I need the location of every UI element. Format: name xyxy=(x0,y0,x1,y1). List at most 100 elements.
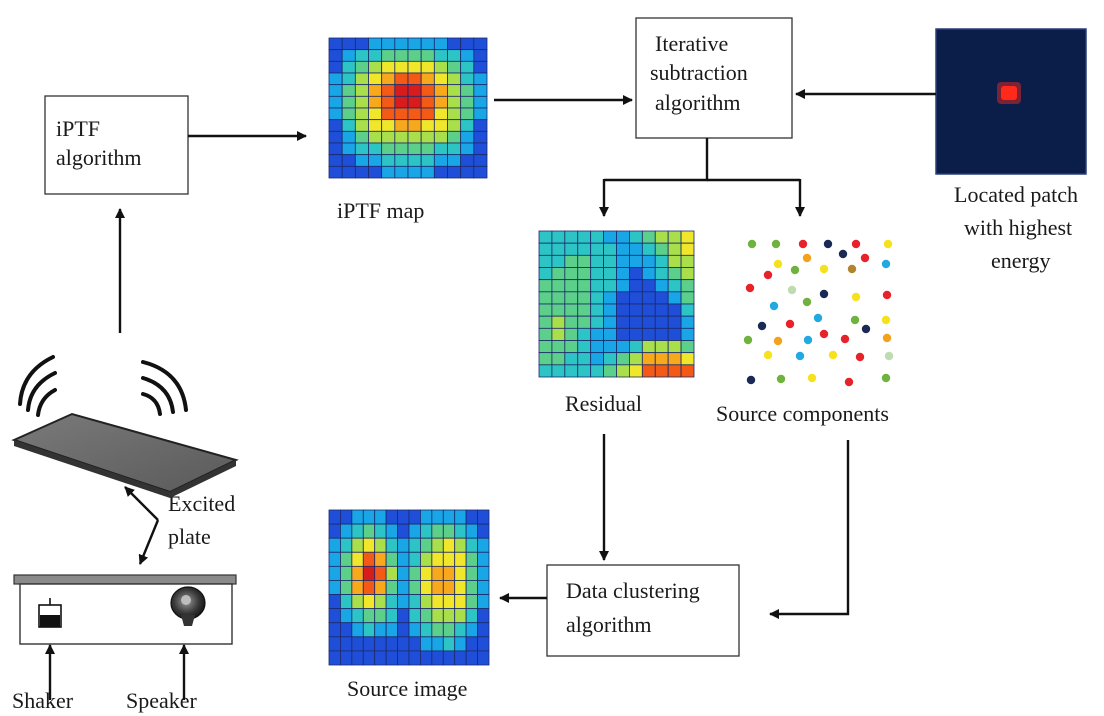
source-image-cell xyxy=(385,608,398,624)
source-image-cell xyxy=(431,594,444,610)
residual-cell xyxy=(629,279,643,293)
source-image-cell xyxy=(351,650,364,666)
iptf-map-cell xyxy=(381,130,396,144)
residual-cell xyxy=(616,291,630,305)
residual-cell xyxy=(629,230,643,244)
residual-cell xyxy=(538,254,553,268)
iptf-map-cell xyxy=(328,37,343,51)
sound-waves-right-icon xyxy=(141,360,188,416)
source-image-cell xyxy=(477,580,490,595)
residual-cell xyxy=(667,242,682,256)
residual-cell xyxy=(616,279,630,293)
iptf-map-cell xyxy=(394,154,409,167)
source-image-cell xyxy=(397,537,410,553)
residual-cell xyxy=(590,340,604,354)
source-component-dot xyxy=(773,336,783,346)
source-image-cell xyxy=(408,594,421,610)
residual-cell xyxy=(577,254,592,268)
iptf-map-cell xyxy=(368,130,383,144)
iptf-map-cell xyxy=(381,60,396,74)
residual-cell xyxy=(538,364,553,378)
iptf-map-cell xyxy=(447,165,462,179)
source-image-cell xyxy=(408,608,421,624)
located-patch-label-1: Located patch xyxy=(954,182,1078,207)
source-image-cell xyxy=(408,565,421,581)
iptf-map-cell xyxy=(354,130,369,144)
source-image-cell xyxy=(408,509,421,525)
iptf-map-cell xyxy=(473,154,488,167)
source-component-dot xyxy=(790,265,800,275)
residual-cell xyxy=(667,340,682,354)
source-image-cell xyxy=(374,537,387,553)
source-components-label: Source components xyxy=(716,401,889,426)
residual-cell xyxy=(629,327,643,341)
iptf-map-cell xyxy=(473,130,488,144)
source-image-cell xyxy=(431,523,444,539)
residual-cell xyxy=(538,279,553,293)
data-clustering-label-2: algorithm xyxy=(566,612,652,637)
iptf-map-cell xyxy=(407,95,422,109)
source-image-cell xyxy=(362,594,376,610)
iptf-map-cell xyxy=(341,37,356,51)
iptf-map-cell xyxy=(433,130,448,144)
source-image-cell xyxy=(385,523,398,539)
source-image-cell xyxy=(431,565,444,581)
source-image-cell xyxy=(408,523,421,539)
source-image-cell xyxy=(385,580,398,595)
source-image-cell xyxy=(340,636,353,652)
source-image-cell xyxy=(465,580,478,595)
iptf-map-cell xyxy=(433,95,448,109)
located-patch-label-3: energy xyxy=(991,248,1050,273)
source-image-cell xyxy=(374,650,387,666)
residual-cell xyxy=(590,242,604,256)
source-image-cell xyxy=(431,650,444,666)
source-image-cell xyxy=(340,537,353,553)
source-image-cell xyxy=(374,523,387,539)
source-component-dot xyxy=(881,373,891,383)
source-image-cell xyxy=(442,551,456,567)
residual-cell xyxy=(564,364,579,378)
source-image-cell xyxy=(442,537,456,553)
source-component-dot xyxy=(840,334,850,344)
iptf-map-cell xyxy=(354,95,369,109)
source-image-cell xyxy=(408,580,421,595)
residual-cell xyxy=(590,327,604,341)
residual-cell xyxy=(667,279,682,293)
residual-cell xyxy=(590,230,604,244)
iptf-map-cell xyxy=(341,154,356,167)
source-component-dot xyxy=(881,259,891,269)
iptf-map-cell xyxy=(381,119,396,132)
source-image-cell xyxy=(477,622,490,638)
iptf-map-cell xyxy=(473,165,488,179)
source-image-cell xyxy=(454,509,467,525)
iptf-map-cell xyxy=(420,142,435,156)
source-image-cell xyxy=(431,608,444,624)
residual-cell xyxy=(667,352,682,366)
iptf-map-cell xyxy=(407,130,422,144)
source-image-cell xyxy=(351,551,364,567)
iptf-map-cell xyxy=(394,107,409,121)
residual-cell xyxy=(577,315,592,329)
source-component-dot xyxy=(850,315,860,325)
source-component-dot xyxy=(884,351,894,361)
residual-cell xyxy=(551,291,566,305)
source-image-cell xyxy=(431,551,444,567)
iptf-map-cell xyxy=(447,95,462,109)
residual-cell xyxy=(551,242,566,256)
shaker-icon xyxy=(38,598,62,628)
residual-cell xyxy=(603,230,617,244)
residual-cell xyxy=(590,303,604,317)
source-image-cell xyxy=(408,636,421,652)
source-component-dot xyxy=(823,239,833,249)
iptf-map-cell xyxy=(328,119,343,132)
iptf-map-cell xyxy=(341,130,356,144)
source-image-cell xyxy=(328,622,341,638)
iptf-map-cell xyxy=(473,84,488,97)
residual-cell xyxy=(577,352,592,366)
residual-cell xyxy=(641,291,656,305)
excited-plate-illustration xyxy=(11,355,239,498)
source-image-cell xyxy=(442,509,456,525)
source-image-cell xyxy=(454,622,467,638)
residual-cell xyxy=(667,254,682,268)
